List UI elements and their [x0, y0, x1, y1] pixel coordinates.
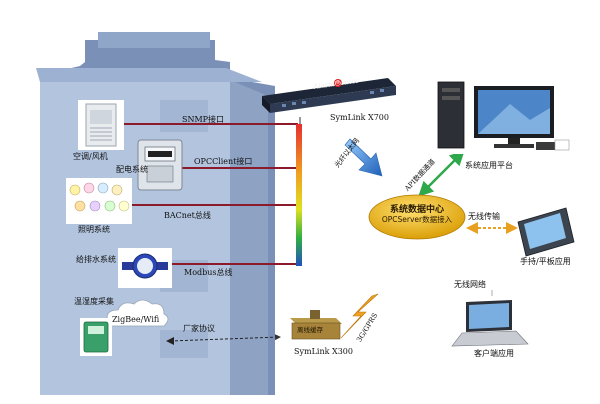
- hvac-label: 空调/风机: [73, 152, 108, 161]
- lighting-label: 照明系统: [78, 225, 110, 234]
- power-label: 配电系统: [116, 165, 148, 174]
- laptop-image: [451, 300, 529, 347]
- data-center-text: 系统数据中心 OPCServer数据接入: [369, 205, 465, 224]
- vendor-protocol-arrow: [169, 334, 281, 342]
- symlink-x700-device: [262, 78, 396, 113]
- x700-label: SymLink X700: [330, 113, 389, 122]
- desktop-platform-image: [430, 68, 578, 154]
- vendor-protocol-label: 厂家协议: [183, 324, 215, 333]
- platform-label: 系统应用平台: [465, 161, 513, 170]
- client-label: 客户端应用: [474, 349, 514, 358]
- data-center-subtitle: OPCServer数据接入: [381, 214, 453, 224]
- symlink-x300-device: [290, 310, 342, 340]
- bacnet-label: BACnet总线: [164, 211, 211, 220]
- x300-label: SymLink X300: [294, 347, 353, 356]
- api-arrow: [418, 150, 465, 197]
- vendor-protocol-arrowhead-left: [166, 337, 174, 345]
- bus-lines: [110, 123, 298, 265]
- wireless-net-label: 无线网络: [454, 280, 486, 289]
- zigbee-cloud: [105, 299, 169, 327]
- power-meter-image: [137, 139, 183, 191]
- wireless-transfer-label: 无线传输: [468, 212, 500, 221]
- x300-box-text: 离线缓存: [297, 326, 323, 334]
- opc-client-label: OPCClient接口: [194, 157, 253, 166]
- modbus-label: Modbus总线: [184, 268, 233, 277]
- water-label: 给排水系统: [76, 255, 116, 264]
- lightning-bolt-icon: [340, 293, 379, 339]
- data-center-ellipse: [368, 194, 466, 240]
- hvac-unit-image: [78, 100, 124, 150]
- temp-label: 温湿度采集: [74, 297, 114, 306]
- bus-spectrum-bar: [296, 124, 302, 266]
- data-center-title: 系统数据中心: [389, 205, 444, 215]
- snmp-label: SNMP接口: [182, 115, 225, 124]
- zigbee-label: ZigBee/Wifi: [112, 315, 160, 324]
- handheld-label: 手持/平板应用: [520, 257, 571, 266]
- ethernet-arrow: [344, 138, 383, 177]
- water-meter-image: [118, 248, 172, 288]
- temp-sensor-image: [80, 318, 112, 356]
- handheld-device-image: [517, 207, 575, 257]
- light-bulbs-image: [66, 178, 132, 224]
